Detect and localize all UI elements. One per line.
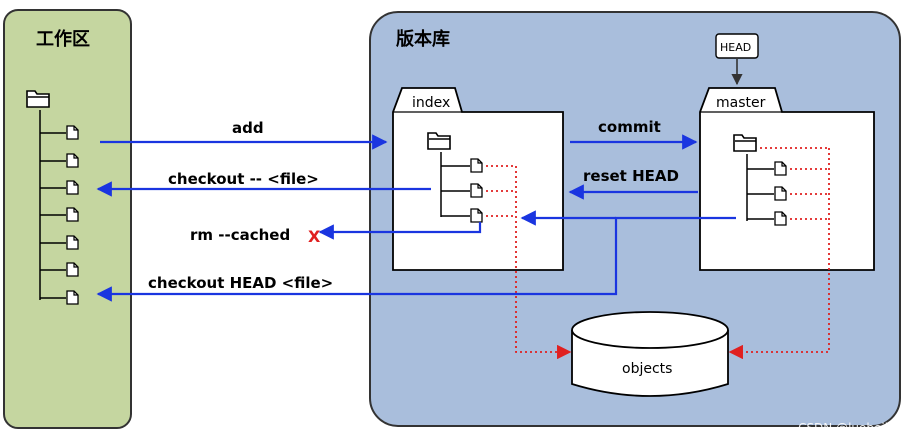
index-label: index — [412, 95, 450, 111]
blue-arrows — [96, 134, 736, 302]
workspace-file-icon — [66, 262, 79, 277]
objects-store — [571, 311, 729, 397]
commit-label: commit — [598, 118, 661, 136]
index-folder — [392, 87, 564, 271]
workspace-title: 工作区 — [36, 28, 90, 50]
workspace-file-icon — [66, 290, 79, 305]
dotted-object-links — [486, 147, 830, 360]
workspace-file-icon — [66, 235, 79, 250]
rm-cached-arrow — [318, 222, 482, 240]
master-file-icon — [774, 211, 787, 226]
checkout-file-label: checkout -- <file> — [168, 170, 319, 188]
master-folder-icon — [733, 134, 757, 152]
reset-head-label: reset HEAD — [583, 167, 679, 185]
head-label: HEAD — [720, 41, 751, 54]
workspace-file-icon — [66, 125, 79, 140]
add-label: add — [232, 119, 264, 137]
workspace-folder-icon — [26, 90, 50, 108]
rm-cached-x-mark: X — [308, 227, 321, 246]
checkout-head-line — [96, 216, 736, 302]
watermark: CSDN @luobeihai — [798, 421, 903, 435]
index-file-icon — [470, 208, 483, 223]
checkout-head-label: checkout HEAD <file> — [148, 274, 333, 292]
index-file-icon — [470, 158, 483, 173]
workspace-file-icon — [66, 207, 79, 222]
master-label: master — [716, 95, 766, 111]
objects-label: objects — [622, 361, 672, 377]
repository-title: 版本库 — [396, 28, 450, 50]
master-folder — [699, 87, 875, 271]
rm-cached-label: rm --cached — [190, 226, 290, 244]
index-folder-icon — [427, 132, 451, 150]
workspace-tree — [26, 90, 79, 305]
workspace-file-icon — [66, 180, 79, 195]
master-file-icon — [774, 161, 787, 176]
master-file-icon — [774, 186, 787, 201]
index-tree — [427, 132, 483, 223]
index-file-icon — [470, 183, 483, 198]
master-tree — [733, 134, 787, 226]
workspace-file-icon — [66, 153, 79, 168]
